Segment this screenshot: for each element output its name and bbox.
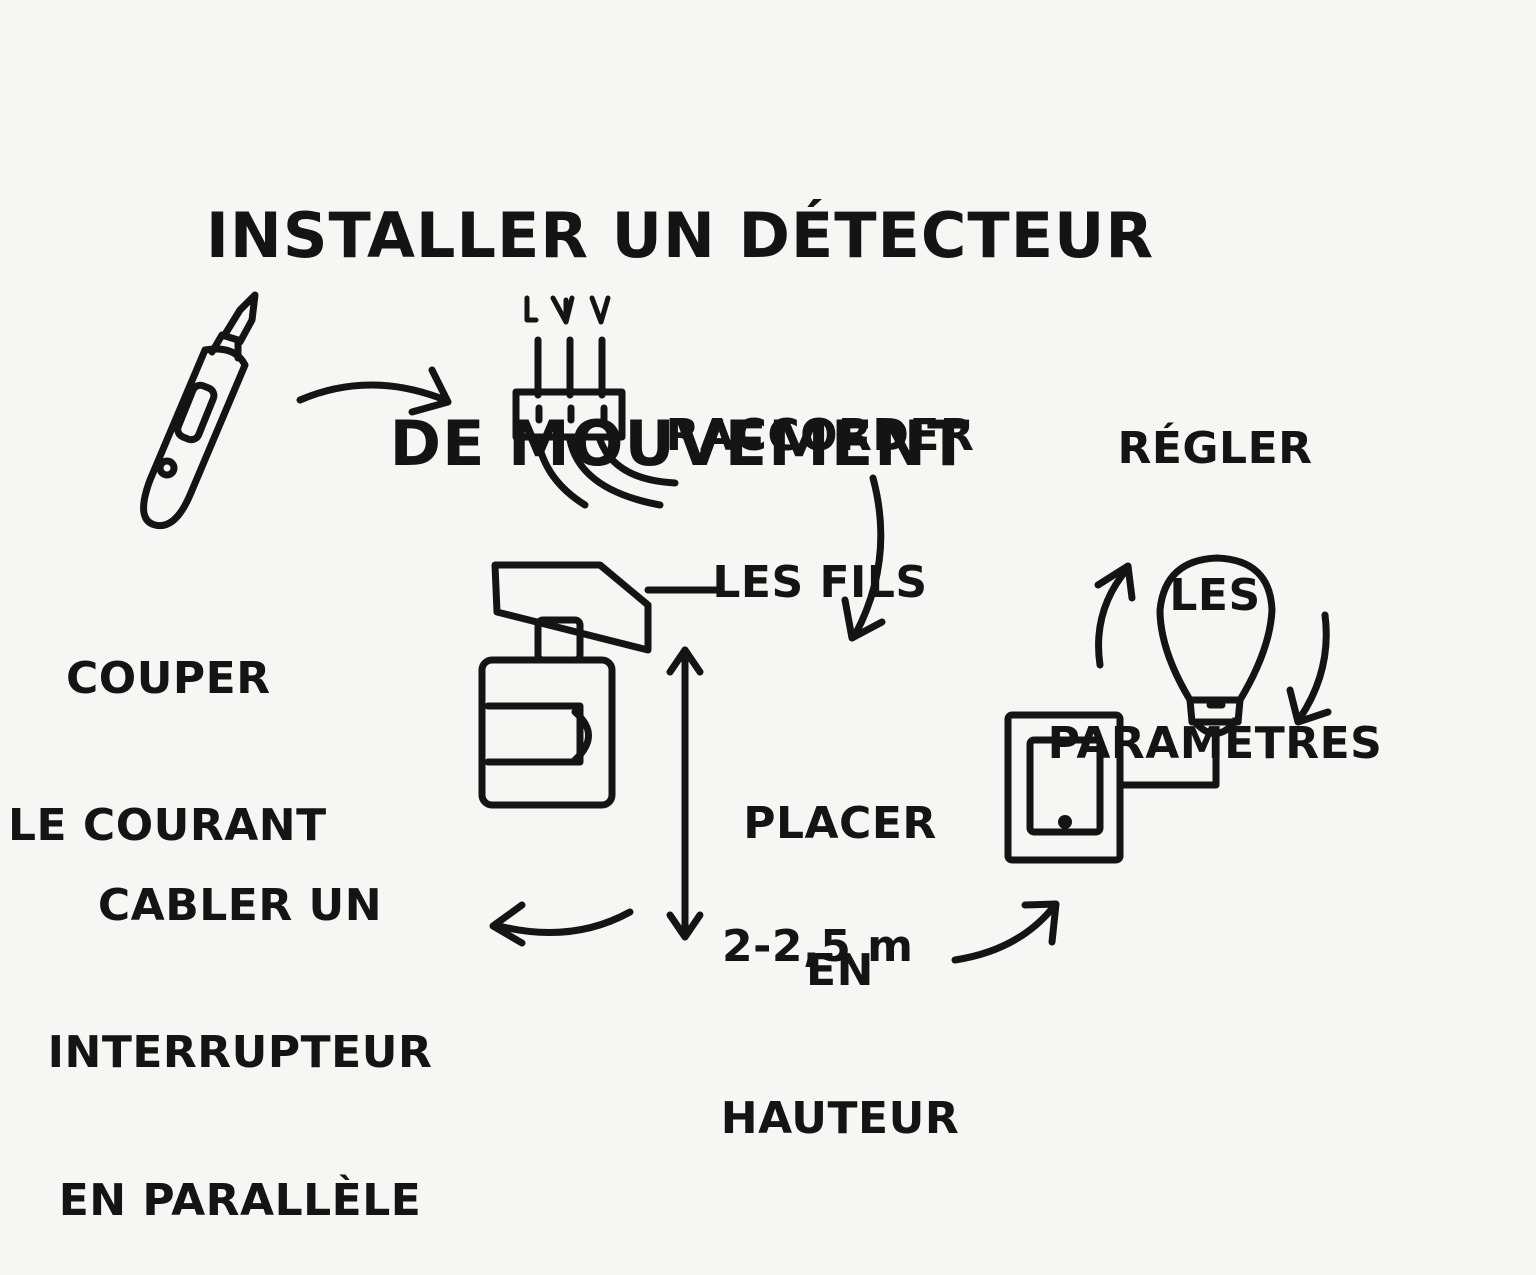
arrow-couper-to-raccorder [296,366,452,416]
title-line-1: INSTALLER UN DÉTECTEUR [205,198,1155,272]
arrow-raccorder-to-placer [841,474,886,642]
height-arrow [666,646,704,941]
step-cabler-line-1: CABLER UN [97,879,383,931]
wire-terminal-icon [512,295,679,509]
step-cabler-label: CABLER UN INTERRUPTEUR EN PARALLÈLE [30,782,450,1275]
arrow-placer-to-cabler [489,901,634,947]
wall-switch-icon [1004,711,1220,864]
step-regler-line-3: PARAMÈTRES [1047,718,1383,770]
step-raccorder-label: RACCORDER LES FILS [660,312,980,657]
step-regler-label: RÉGLER LES PARAMÈTRES [1040,325,1390,818]
step-placer-line-3: HAUTEUR [720,1093,960,1145]
step-couper-label: COUPER LE COURANT [8,555,327,900]
arrow-placer-to-switch [951,900,1060,964]
step-placer-line-1: PLACER [743,797,937,849]
light-bulb-icon [1156,554,1276,737]
voltage-tester-icon [140,291,259,530]
height-value: 2-2,5 m [722,921,914,972]
diagram-art [140,291,1332,964]
step-cabler-line-3: EN PARALLÈLE [58,1175,422,1227]
step-regler-line-1: RÉGLER [1117,422,1313,474]
step-couper-line-2: LE COURANT [8,800,327,852]
step-couper-line-1: COUPER [66,652,271,704]
motion-detector-icon [478,561,724,809]
step-cabler-line-2: INTERRUPTEUR [47,1027,433,1079]
step-raccorder-line-2: LES FILS [712,557,928,609]
settings-cycle-arrows [1094,562,1332,726]
step-regler-line-2: LES [1169,570,1261,622]
title-line-2: DE MOUVEMENT [389,407,971,481]
step-placer-line-2: EN [806,945,874,997]
step-raccorder-line-1: RACCORDER [665,409,975,461]
page-title: INSTALLER UN DÉTECTEUR DE MOUVEMENT [120,62,1240,548]
